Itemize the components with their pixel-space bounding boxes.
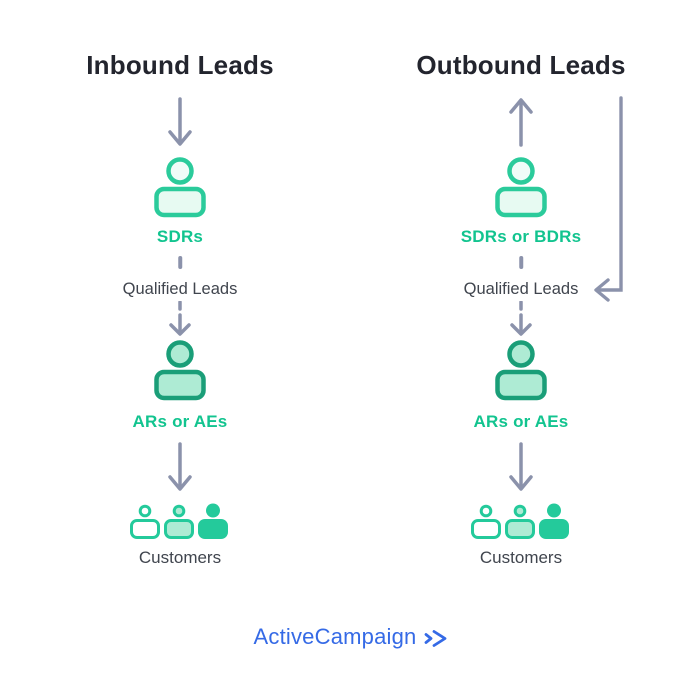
arrow-down-icon xyxy=(507,301,535,337)
inbound-column: Inbound Leads SDRs Qualified Leads xyxy=(50,0,310,620)
double-chevron-right-icon xyxy=(424,627,447,650)
inbound-title: Inbound Leads xyxy=(86,49,274,80)
arrow-down-icon xyxy=(507,442,535,492)
customers-label: Customers xyxy=(479,548,563,567)
person-icon xyxy=(152,340,208,402)
qualified-leads-label: Qualified Leads xyxy=(463,279,579,298)
customers-group-icon xyxy=(130,503,230,541)
stage2-label: ARs or AEs xyxy=(132,412,228,431)
return-arrow-icon xyxy=(583,90,637,304)
arrow-down-icon xyxy=(166,442,194,492)
arrow-up-icon xyxy=(507,97,535,147)
outbound-title: Outbound Leads xyxy=(416,49,626,80)
arrow-down-icon xyxy=(166,301,194,337)
outbound-column: Outbound Leads SDRs or BDRs Qualified Le… xyxy=(391,0,651,620)
person-icon xyxy=(493,157,549,219)
brand-logo-text: ActiveCampaign xyxy=(253,624,417,649)
brand-footer: ActiveCampaign xyxy=(0,620,700,654)
customers-group-icon xyxy=(471,503,571,541)
stage2-label: ARs or AEs xyxy=(473,412,569,431)
connector-dash xyxy=(178,256,182,269)
person-icon xyxy=(493,340,549,402)
qualified-leads-label: Qualified Leads xyxy=(122,279,238,298)
stage1-label: SDRs xyxy=(156,227,204,246)
customers-label: Customers xyxy=(138,548,222,567)
person-icon xyxy=(152,157,208,219)
arrow-down-icon xyxy=(166,97,194,147)
connector-dash xyxy=(519,256,523,269)
stage1-label: SDRs or BDRs xyxy=(460,227,582,246)
